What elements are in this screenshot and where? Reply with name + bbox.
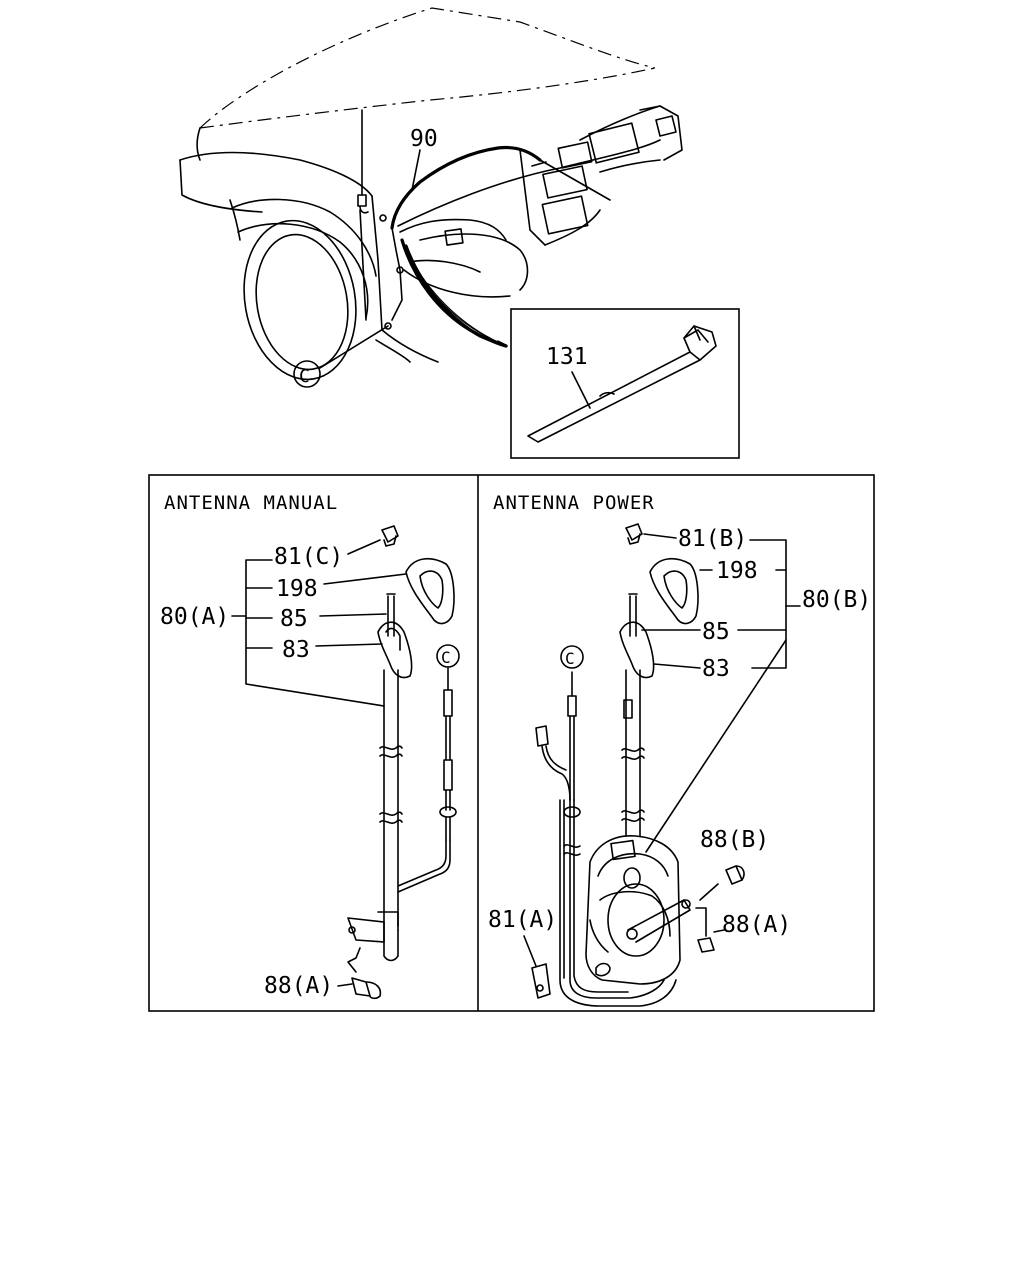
callout-manual-83: 83 [282, 637, 310, 663]
callout-power-81a: 81(A) [488, 907, 557, 933]
callout-131: 131 [546, 344, 588, 370]
manual-antenna-drawing [231, 525, 457, 1000]
callout-power-198: 198 [716, 558, 758, 584]
reference-c-manual-label: C [441, 648, 451, 667]
panels-frame [148, 474, 875, 1012]
reference-c-top-label: C [299, 366, 310, 387]
callout-power-83: 83 [702, 656, 730, 682]
reference-c-power: C [560, 645, 584, 669]
reference-c-top: C [293, 360, 321, 388]
reference-c-manual: C [436, 644, 460, 668]
callout-manual-88a: 88(A) [264, 973, 333, 999]
callout-power-81b: 81(B) [678, 526, 747, 552]
manual-panel-title: ANTENNA MANUAL [164, 492, 338, 514]
callout-manual-85: 85 [280, 606, 308, 632]
callout-90: 90 [410, 126, 438, 152]
power-panel-title: ANTENNA POWER [493, 492, 655, 514]
vehicle-illustration [179, 7, 683, 381]
callout-manual-198: 198 [276, 576, 318, 602]
callout-power-80b: 80(B) [802, 587, 871, 613]
callout-manual-81c: 81(C) [274, 544, 343, 570]
inset-box [510, 308, 740, 459]
callout-power-85: 85 [702, 619, 730, 645]
reference-c-power-label: C [565, 649, 575, 668]
callout-power-88b: 88(B) [700, 827, 769, 853]
power-antenna-drawing [523, 523, 801, 1007]
callout-power-88a: 88(A) [722, 912, 791, 938]
callout-manual-80a: 80(A) [160, 604, 229, 630]
